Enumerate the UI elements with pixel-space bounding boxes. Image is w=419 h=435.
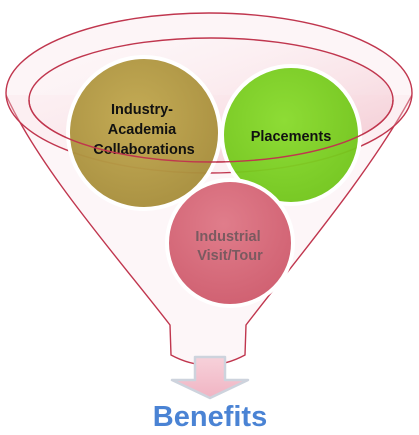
placements-label: Placements <box>251 129 332 145</box>
industrial-visit-label-line2: Visit/Tour <box>197 248 263 264</box>
svg-text:Industrial Visit/Tour: Industrial Visit/Tour <box>195 229 264 264</box>
industrial-visit-label-line1: Industrial <box>195 229 260 245</box>
down-arrow <box>170 355 250 400</box>
input-circle-industrial-visit: Industrial Visit/Tour <box>165 178 295 308</box>
input-circle-industry-academia: Industry- Academia Collaborations <box>66 55 222 211</box>
industry-academia-label-line1: Industry- <box>111 102 173 118</box>
industry-academia-label-line3: Collaborations <box>93 142 195 158</box>
funnel-rim-front-edge <box>28 99 394 163</box>
benefits-label: Benefits <box>153 401 267 433</box>
industry-academia-label-line2: Academia <box>108 122 177 138</box>
